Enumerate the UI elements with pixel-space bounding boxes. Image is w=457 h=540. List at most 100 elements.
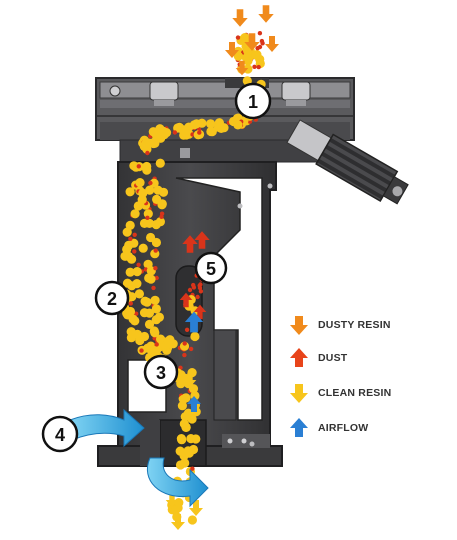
- callout-3-label: 3: [156, 363, 166, 383]
- resin-pellet: [176, 379, 185, 388]
- callout-2: 2: [96, 282, 128, 314]
- dust-particle: [145, 216, 149, 220]
- resin-pellet: [186, 434, 195, 443]
- dust-particle: [257, 65, 261, 69]
- callout-2-label: 2: [107, 289, 117, 309]
- dust-particle: [182, 353, 186, 357]
- callout-1-label: 1: [248, 92, 258, 112]
- resin-pellet: [135, 178, 144, 187]
- dust-particle: [255, 46, 259, 50]
- resin-pellet: [151, 296, 160, 305]
- resin-pellet: [178, 401, 187, 410]
- dust-particle: [148, 181, 152, 185]
- resin-pellet: [123, 228, 132, 237]
- resin-pellet: [164, 337, 173, 346]
- callout-5: 5: [196, 253, 226, 283]
- resin-pellet: [252, 51, 261, 60]
- resin-pellet: [126, 307, 135, 316]
- dust-particle: [195, 295, 199, 299]
- legend-item-dusty-resin: DUSTY RESIN: [288, 314, 391, 336]
- dust-particle: [260, 39, 264, 43]
- legend-label-airflow: AIRFLOW: [318, 422, 368, 434]
- dust-particle: [128, 237, 132, 241]
- dust-particle: [258, 31, 262, 35]
- dust-particle: [139, 348, 143, 352]
- resin-pellet: [181, 129, 190, 138]
- resin-pellet: [208, 127, 217, 136]
- dusty-resin-arrow-icon: [288, 314, 310, 336]
- resin-pellet: [146, 275, 155, 284]
- resin-pellet: [162, 128, 171, 137]
- legend-label-dust: DUST: [318, 352, 347, 364]
- resin-pellet: [152, 195, 161, 204]
- resin-pellet: [149, 127, 158, 136]
- dust-particle: [154, 248, 158, 252]
- resin-pellet: [181, 423, 190, 432]
- dust-particle: [173, 130, 177, 134]
- resin-pellet: [126, 268, 135, 277]
- dust-particle: [252, 65, 256, 69]
- resin-pellet: [240, 33, 249, 42]
- dust-arrow-icon: [288, 347, 310, 369]
- resin-pellet: [145, 309, 154, 318]
- resin-pellet: [135, 289, 144, 298]
- dust-particle: [189, 347, 193, 351]
- legend-item-dust: DUST: [288, 347, 347, 369]
- dust-particle: [136, 263, 140, 267]
- dust-particle: [132, 249, 136, 253]
- resin-pellet: [143, 298, 152, 307]
- dust-particle: [155, 342, 159, 346]
- dust-particle: [236, 35, 240, 39]
- resin-pellet: [131, 209, 140, 218]
- resin-pellet: [156, 159, 165, 168]
- dust-particle: [185, 328, 189, 332]
- resin-pellet: [190, 332, 199, 341]
- callout-3: 3: [145, 356, 177, 388]
- resin-pellet: [190, 120, 199, 129]
- dust-particle: [192, 285, 196, 289]
- legend-label-dusty-resin: DUSTY RESIN: [318, 319, 391, 331]
- resin-pellet: [206, 119, 215, 128]
- callout-4: 4: [43, 417, 77, 451]
- callout-5-label: 5: [206, 259, 216, 279]
- dust-particle: [197, 130, 201, 134]
- resin-pellet: [184, 446, 193, 455]
- callout-1: 1: [236, 84, 270, 118]
- top-knob-left: [150, 82, 178, 100]
- legend-label-clean-resin: CLEAN RESIN: [318, 387, 391, 399]
- resin-pellet: [152, 238, 161, 247]
- resin-pellet: [152, 220, 161, 229]
- resin-pellet: [139, 244, 148, 253]
- dust-particle: [129, 301, 133, 305]
- resin-pellet: [188, 515, 197, 524]
- dust-particle: [198, 283, 202, 287]
- dusty-resin-inlet-arrow: [265, 36, 279, 52]
- resin-pellet: [142, 162, 151, 171]
- dust-particle: [188, 288, 192, 292]
- dusty-resin-inlet-arrow: [258, 5, 273, 23]
- dusty-resin-inlet-arrow: [232, 9, 247, 27]
- resin-pellet: [142, 138, 151, 147]
- dust-particle: [145, 151, 149, 155]
- legend-item-airflow: AIRFLOW: [288, 417, 368, 439]
- resin-pellet: [171, 506, 180, 515]
- dust-particle: [133, 233, 137, 237]
- clean-resin-arrow-icon: [288, 382, 310, 404]
- resin-pellet: [159, 188, 168, 197]
- dust-particle: [183, 341, 187, 345]
- legend-item-clean-resin: CLEAN RESIN: [288, 382, 391, 404]
- callout-4-label: 4: [55, 425, 65, 445]
- resin-pellet: [233, 120, 242, 129]
- resin-pellet: [145, 320, 154, 329]
- resin-pellet: [138, 189, 147, 198]
- airflow-arrow-icon: [288, 417, 310, 439]
- dust-particle: [137, 164, 141, 168]
- dust-particle: [159, 215, 163, 219]
- dust-particle: [151, 286, 155, 290]
- resin-pellet: [180, 458, 189, 467]
- resin-pellet: [127, 327, 136, 336]
- dust-particle: [153, 266, 157, 270]
- resin-pellet: [120, 252, 129, 261]
- resin-pellet: [177, 435, 186, 444]
